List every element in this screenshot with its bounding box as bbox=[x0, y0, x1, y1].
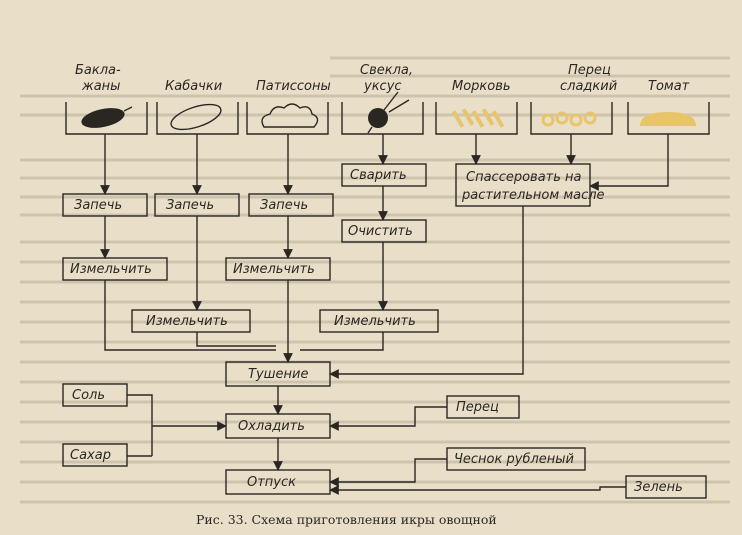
step-chop-eggplant: Измельчить bbox=[70, 262, 152, 277]
arrow-garlic-to-serve bbox=[329, 458, 447, 487]
ingredient-beet-line1: Свекла, bbox=[360, 63, 413, 78]
ingredient-eggplant-line1: Бакла- bbox=[75, 63, 121, 78]
arrow-saute-to-stew bbox=[329, 206, 524, 379]
box-chop-eggplant bbox=[62, 257, 168, 281]
flow-connectors bbox=[100, 134, 669, 495]
box-chop-zucchini bbox=[131, 309, 251, 333]
arrow-pepper-spice-to-cool bbox=[329, 406, 447, 431]
tomato-paste-icon bbox=[640, 112, 696, 126]
pepper-rings-icon bbox=[541, 111, 597, 127]
line-salt bbox=[127, 394, 153, 456]
eggplant-icon bbox=[81, 108, 125, 128]
step-bake-zucchini: Запечь bbox=[166, 198, 214, 213]
beet-root-icon bbox=[367, 126, 373, 134]
ingredient-eggplant-line2: жаны bbox=[81, 79, 120, 94]
step-pepper-spice: Перец bbox=[456, 400, 499, 415]
box-sugar bbox=[62, 443, 128, 467]
pattypan-icon bbox=[261, 103, 319, 128]
eggplant-stem-icon bbox=[123, 106, 133, 112]
step-greens: Зелень bbox=[634, 480, 683, 495]
step-garlic: Чеснок рубленый bbox=[454, 452, 574, 467]
ingredient-labels: Бакла- жаны Кабачки Патиссоны Свекла, ук… bbox=[75, 63, 690, 94]
process-boxes: Запечь Запечь Запечь Сварить Спассероват… bbox=[62, 163, 707, 499]
step-cool: Охладить bbox=[238, 419, 305, 434]
ingredient-tomato: Томат bbox=[648, 79, 690, 94]
arrow-tomato-to-saute bbox=[589, 134, 669, 191]
step-saute-line2: растительном масле bbox=[461, 188, 605, 203]
line-zucchini-to-stew bbox=[196, 332, 276, 347]
step-saute-line1: Спассеровать на bbox=[466, 170, 582, 185]
figure-caption: Рис. 33. Схема приготовления икры овощно… bbox=[196, 512, 497, 527]
ingredient-pepper-line2: сладкий bbox=[560, 79, 617, 94]
step-chop-zucchini: Измельчить bbox=[146, 314, 228, 329]
step-stew: Тушение bbox=[248, 367, 308, 382]
step-serve: Отпуск bbox=[247, 475, 296, 490]
step-boil: Сварить bbox=[350, 168, 407, 183]
step-peel: Очистить bbox=[348, 224, 413, 239]
arrow-greens-to-serve bbox=[329, 485, 626, 495]
bowl-eggplant bbox=[65, 102, 148, 135]
vegetable-pictograms bbox=[81, 91, 696, 134]
step-chop-pattypan: Измельчить bbox=[233, 262, 315, 277]
ingredient-pattypan: Патиссоны bbox=[256, 79, 331, 94]
step-salt: Соль bbox=[72, 388, 105, 403]
step-chop-beet: Измельчить bbox=[334, 314, 416, 329]
bowl-pattypan bbox=[246, 102, 329, 135]
beet-leaves-icon bbox=[383, 91, 410, 113]
ingredient-beet-line2: уксус bbox=[363, 79, 402, 94]
line-beet-to-stew bbox=[300, 332, 384, 351]
zucchini-icon bbox=[170, 103, 222, 131]
ingredient-zucchini: Кабачки bbox=[165, 79, 222, 94]
box-chop-pattypan bbox=[225, 257, 331, 281]
ingredient-carrot: Морковь bbox=[452, 79, 511, 94]
step-bake-pattypan: Запечь bbox=[260, 198, 308, 213]
step-sugar: Сахар bbox=[70, 448, 111, 463]
ingredient-pepper-line1: Перец bbox=[568, 63, 611, 78]
line-eggplant-to-stew bbox=[104, 280, 276, 351]
beet-icon bbox=[368, 108, 388, 128]
background-text-bleed bbox=[20, 56, 730, 504]
carrot-sticks-icon bbox=[451, 108, 505, 128]
step-bake-eggplant: Запечь bbox=[74, 198, 122, 213]
